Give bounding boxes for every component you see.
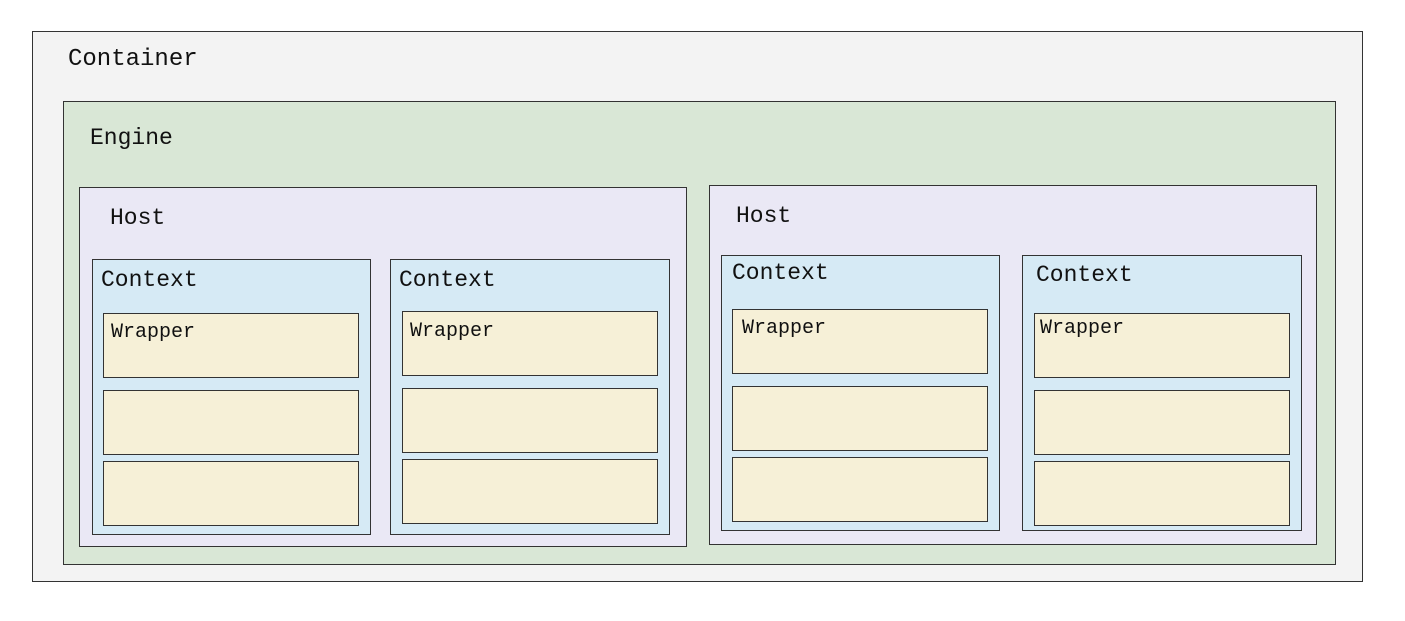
wrapper-box-2-2-2 bbox=[1034, 390, 1290, 455]
host-label-1: Host bbox=[110, 205, 166, 231]
host-label-2: Host bbox=[736, 203, 792, 229]
wrapper-box-1-2-1 bbox=[402, 311, 658, 376]
wrapper-box-2-2-1 bbox=[1034, 313, 1290, 378]
wrapper-box-1-2-3 bbox=[402, 459, 658, 524]
wrapper-box-2-2-3 bbox=[1034, 461, 1290, 526]
container-label: Container bbox=[68, 46, 198, 73]
engine-label: Engine bbox=[90, 125, 173, 151]
wrapper-label-1-2-1: Wrapper bbox=[410, 320, 495, 343]
context-label-1-2: Context bbox=[399, 267, 496, 293]
context-label-2-1: Context bbox=[732, 260, 829, 286]
wrapper-box-2-1-1 bbox=[732, 309, 988, 374]
wrapper-box-2-1-3 bbox=[732, 457, 988, 522]
wrapper-label-1-1-1: Wrapper bbox=[111, 321, 196, 344]
wrapper-box-1-1-1 bbox=[103, 313, 359, 378]
wrapper-box-1-2-2 bbox=[402, 388, 658, 453]
wrapper-box-1-1-3 bbox=[103, 461, 359, 526]
wrapper-label-2-2-1: Wrapper bbox=[1040, 317, 1125, 340]
wrapper-box-2-1-2 bbox=[732, 386, 988, 451]
wrapper-label-2-1-1: Wrapper bbox=[742, 317, 827, 340]
context-label-2-2: Context bbox=[1036, 262, 1133, 288]
context-label-1-1: Context bbox=[101, 267, 198, 293]
wrapper-box-1-1-2 bbox=[103, 390, 359, 455]
